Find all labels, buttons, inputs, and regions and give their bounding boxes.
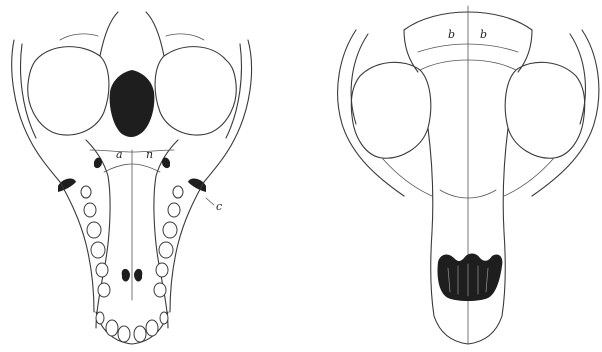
- label-c: c: [216, 200, 222, 213]
- label-n: n: [146, 148, 153, 161]
- label-b-left: b: [448, 28, 455, 41]
- left-skull-ventral-view: a n c: [12, 12, 252, 344]
- label-a: a: [116, 148, 123, 161]
- right-skull-dorsal-view: b b: [338, 6, 599, 344]
- choanae-shadow: [110, 70, 155, 137]
- nasal-opening: [437, 254, 502, 302]
- label-b-right: b: [480, 28, 487, 41]
